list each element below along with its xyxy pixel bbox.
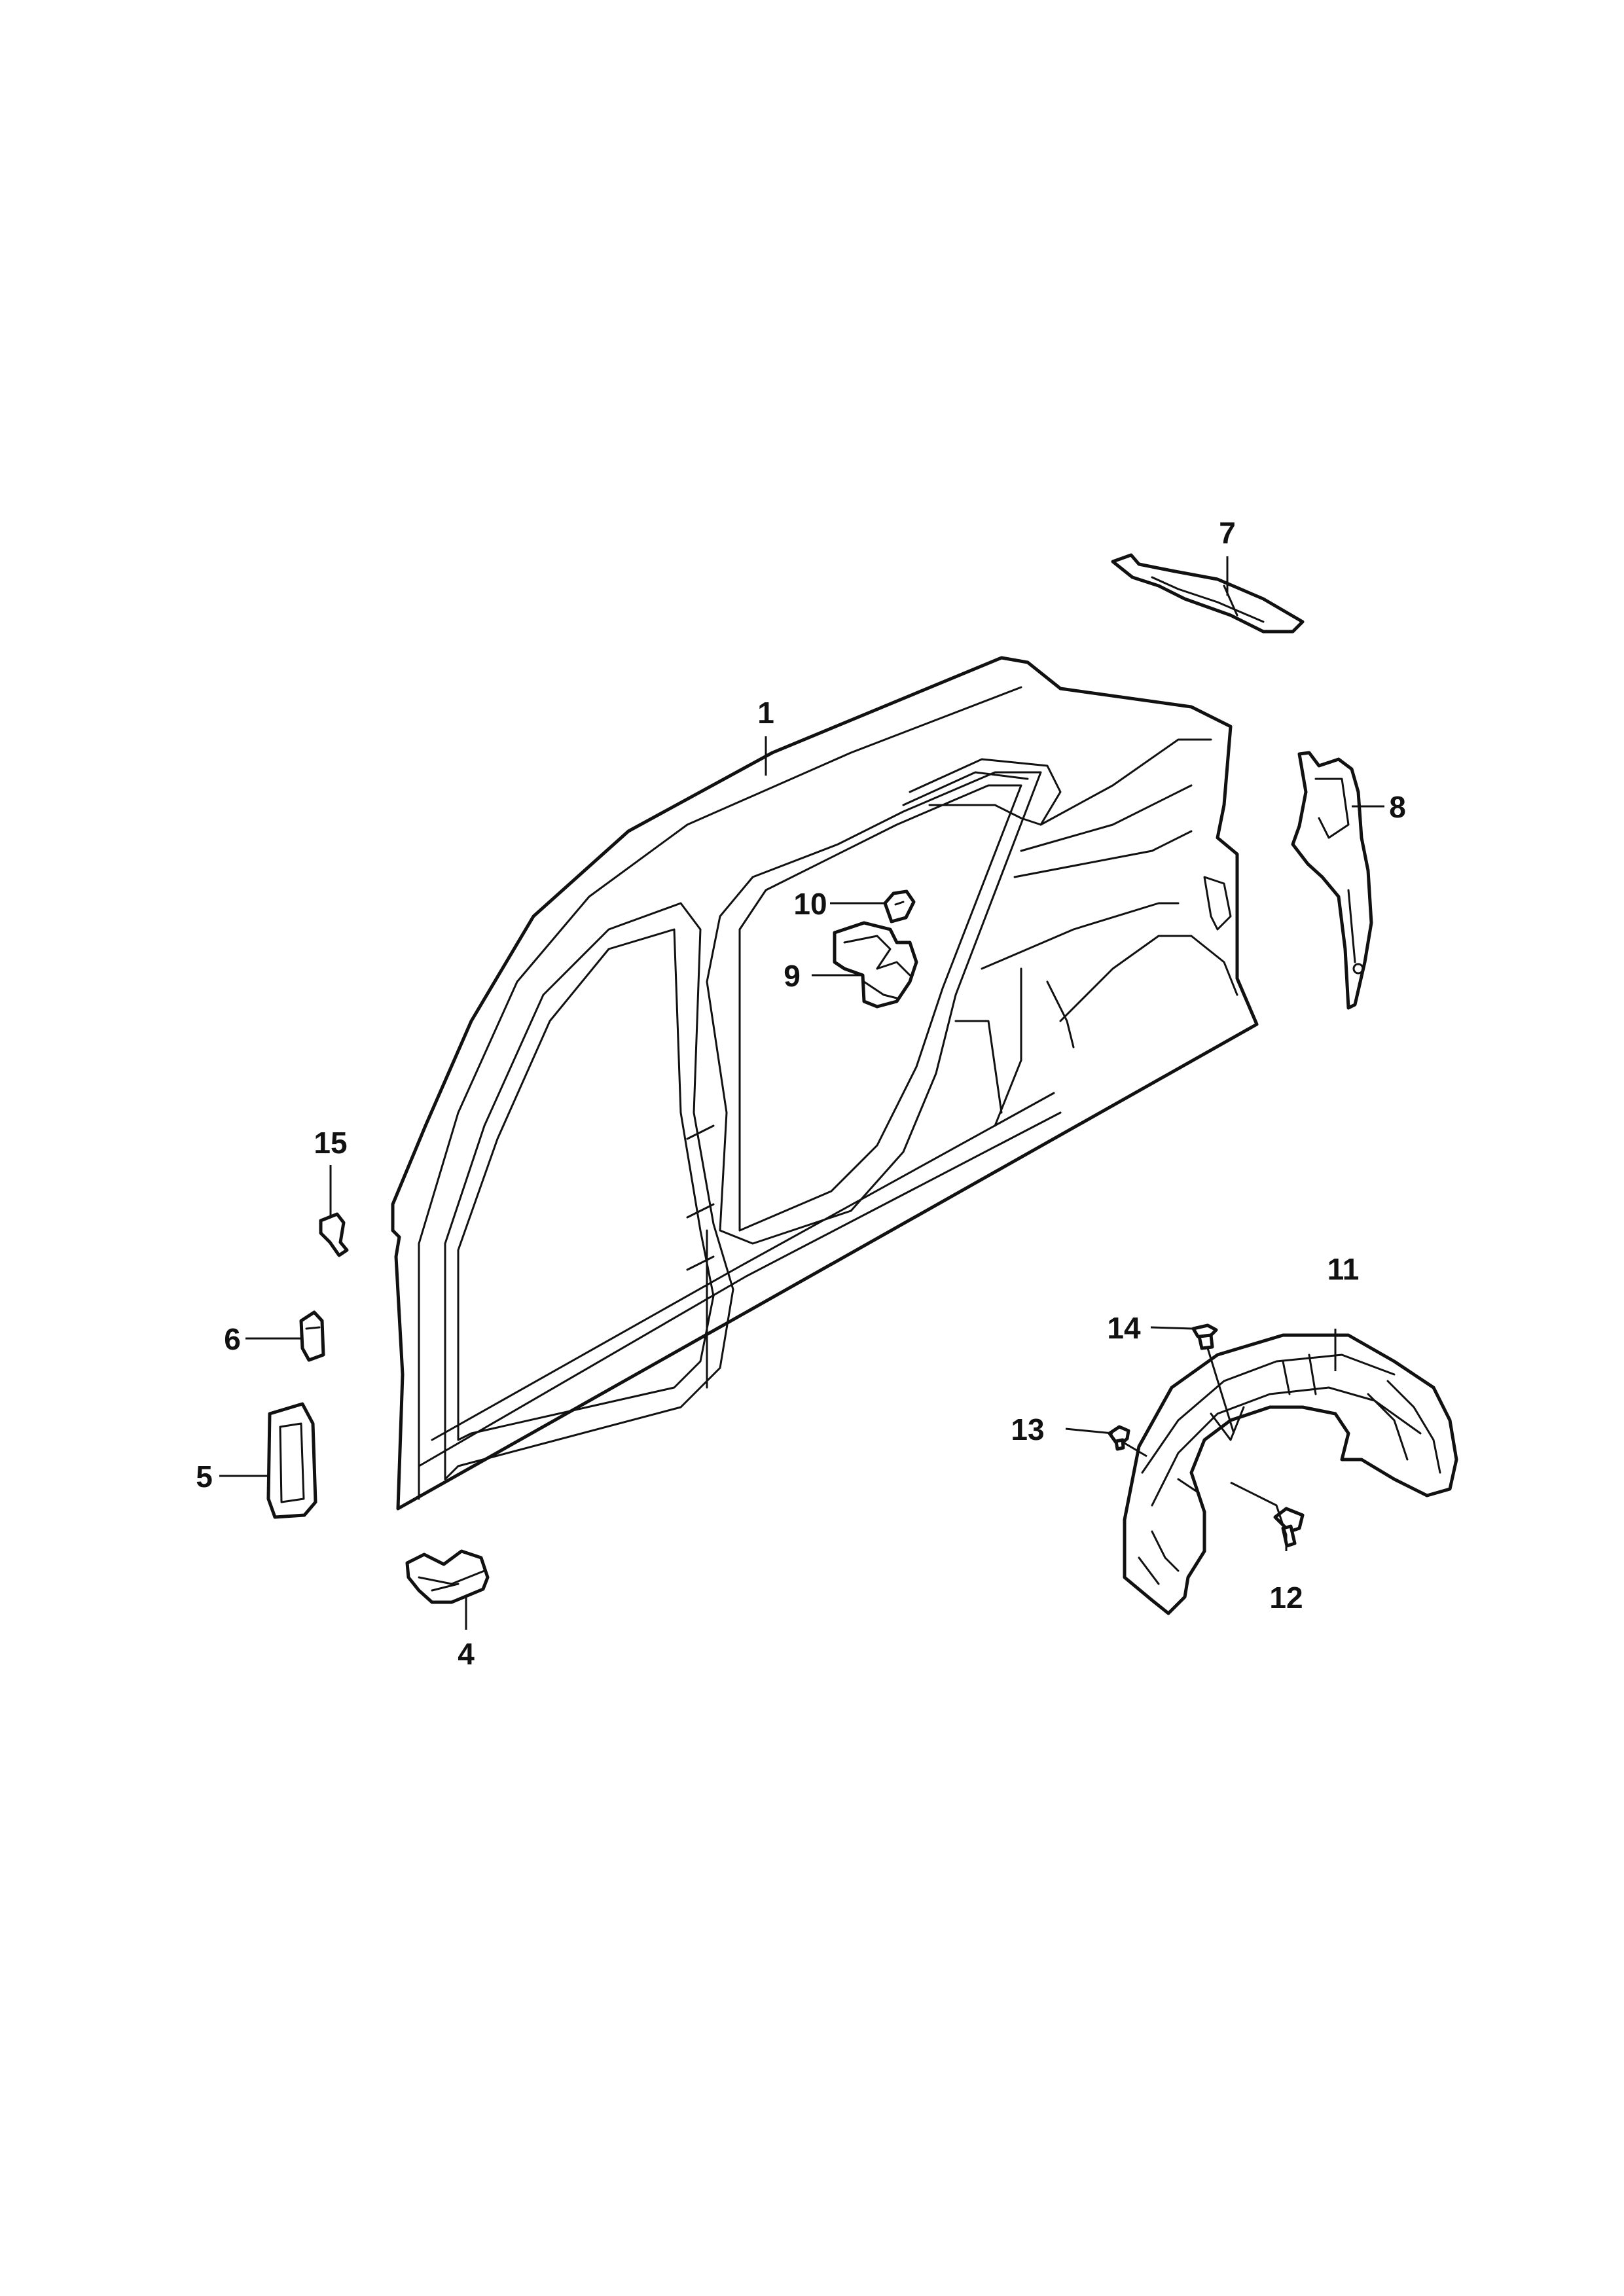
callout-10: 10 — [793, 887, 827, 921]
callout-6: 6 — [224, 1322, 241, 1356]
callout-9: 9 — [784, 959, 801, 993]
leader-14 — [1150, 1326, 1193, 1330]
leader-lines — [219, 556, 1384, 1630]
part-13-clip — [1108, 1425, 1130, 1451]
callout-15: 15 — [314, 1126, 347, 1160]
callout-11: 11 — [1327, 1252, 1360, 1286]
callout-12: 12 — [1269, 1581, 1303, 1615]
callout-8: 8 — [1389, 790, 1406, 824]
part-9-block — [833, 921, 918, 1009]
callout-labels: 1 4 5 6 7 8 9 10 11 12 13 14 15 — [196, 516, 1406, 1671]
callout-5: 5 — [196, 1460, 213, 1494]
callout-13: 13 — [1011, 1412, 1044, 1446]
callout-1: 1 — [757, 696, 774, 730]
part-14-clip — [1191, 1323, 1218, 1350]
leader-12 — [1230, 1481, 1288, 1551]
callout-7: 7 — [1219, 516, 1236, 550]
leader-13b — [1124, 1442, 1147, 1458]
part-10-pad — [883, 889, 916, 924]
leader-14b — [1206, 1348, 1235, 1434]
part-8-bracket — [1291, 751, 1373, 1010]
callout-4: 4 — [458, 1637, 475, 1671]
part-1-body-side-panel — [391, 656, 1259, 1511]
part-5-plug — [266, 1402, 317, 1519]
part-11-wheel-arch-liner — [1123, 1333, 1458, 1615]
part-15-clip — [319, 1212, 349, 1257]
part-7-reinforcement — [1111, 553, 1305, 634]
callout-14: 14 — [1107, 1311, 1141, 1345]
part-6-clip — [299, 1310, 325, 1362]
leader-13 — [1065, 1427, 1113, 1435]
part-4-bracket — [405, 1549, 490, 1604]
